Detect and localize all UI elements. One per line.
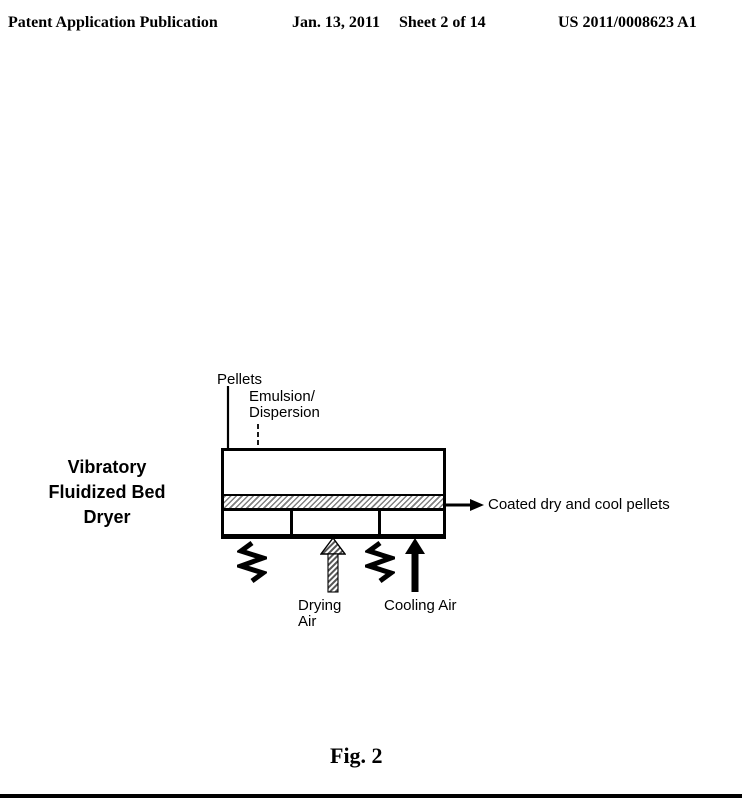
dryer-vessel-box [221, 448, 446, 511]
drying-air-label: Drying Air [298, 598, 341, 630]
dryer-label-line1: Vibratory [67, 457, 147, 477]
output-right-arrow-icon [446, 499, 484, 511]
figure-caption: Fig. 2 [330, 743, 383, 768]
cooling-air-up-arrow-icon [405, 538, 425, 592]
dryer-label-line2: Fluidized Bed [48, 482, 166, 502]
plenum-divider-left [290, 511, 293, 539]
plenum-divider-right [378, 511, 381, 539]
pellet-bed-hatch [224, 494, 443, 508]
spring-left-icon [237, 541, 267, 584]
header-patent-number-text: US 2011/0008623 A1 [558, 14, 697, 31]
drying-air-label-line2: Air [298, 613, 317, 630]
dryer-label-line3: Dryer [83, 507, 131, 527]
plenum-box [221, 511, 446, 539]
spring-right-icon [365, 541, 395, 584]
page-bottom-rule [0, 794, 742, 798]
output-label: Coated dry and cool pellets [488, 496, 670, 513]
header-date-text: Jan. 13, 2011 [292, 14, 381, 31]
cooling-air-label: Cooling Air [384, 597, 457, 614]
pellets-label: Pellets [217, 371, 263, 388]
dryer-label: Vibratory Fluidized Bed Dryer [17, 455, 197, 530]
emulsion-label: Emulsion/ Dispersion [249, 389, 320, 421]
header-sheet-text: Sheet 2 of 14 [399, 14, 486, 31]
emulsion-label-line2: Dispersion [249, 404, 320, 421]
drying-air-up-arrow-icon [320, 538, 346, 593]
drying-air-label-line1: Drying [298, 597, 342, 614]
header-publication-text: Patent Application Publication [8, 14, 218, 31]
emulsion-label-line1: Emulsion/ [249, 388, 315, 405]
